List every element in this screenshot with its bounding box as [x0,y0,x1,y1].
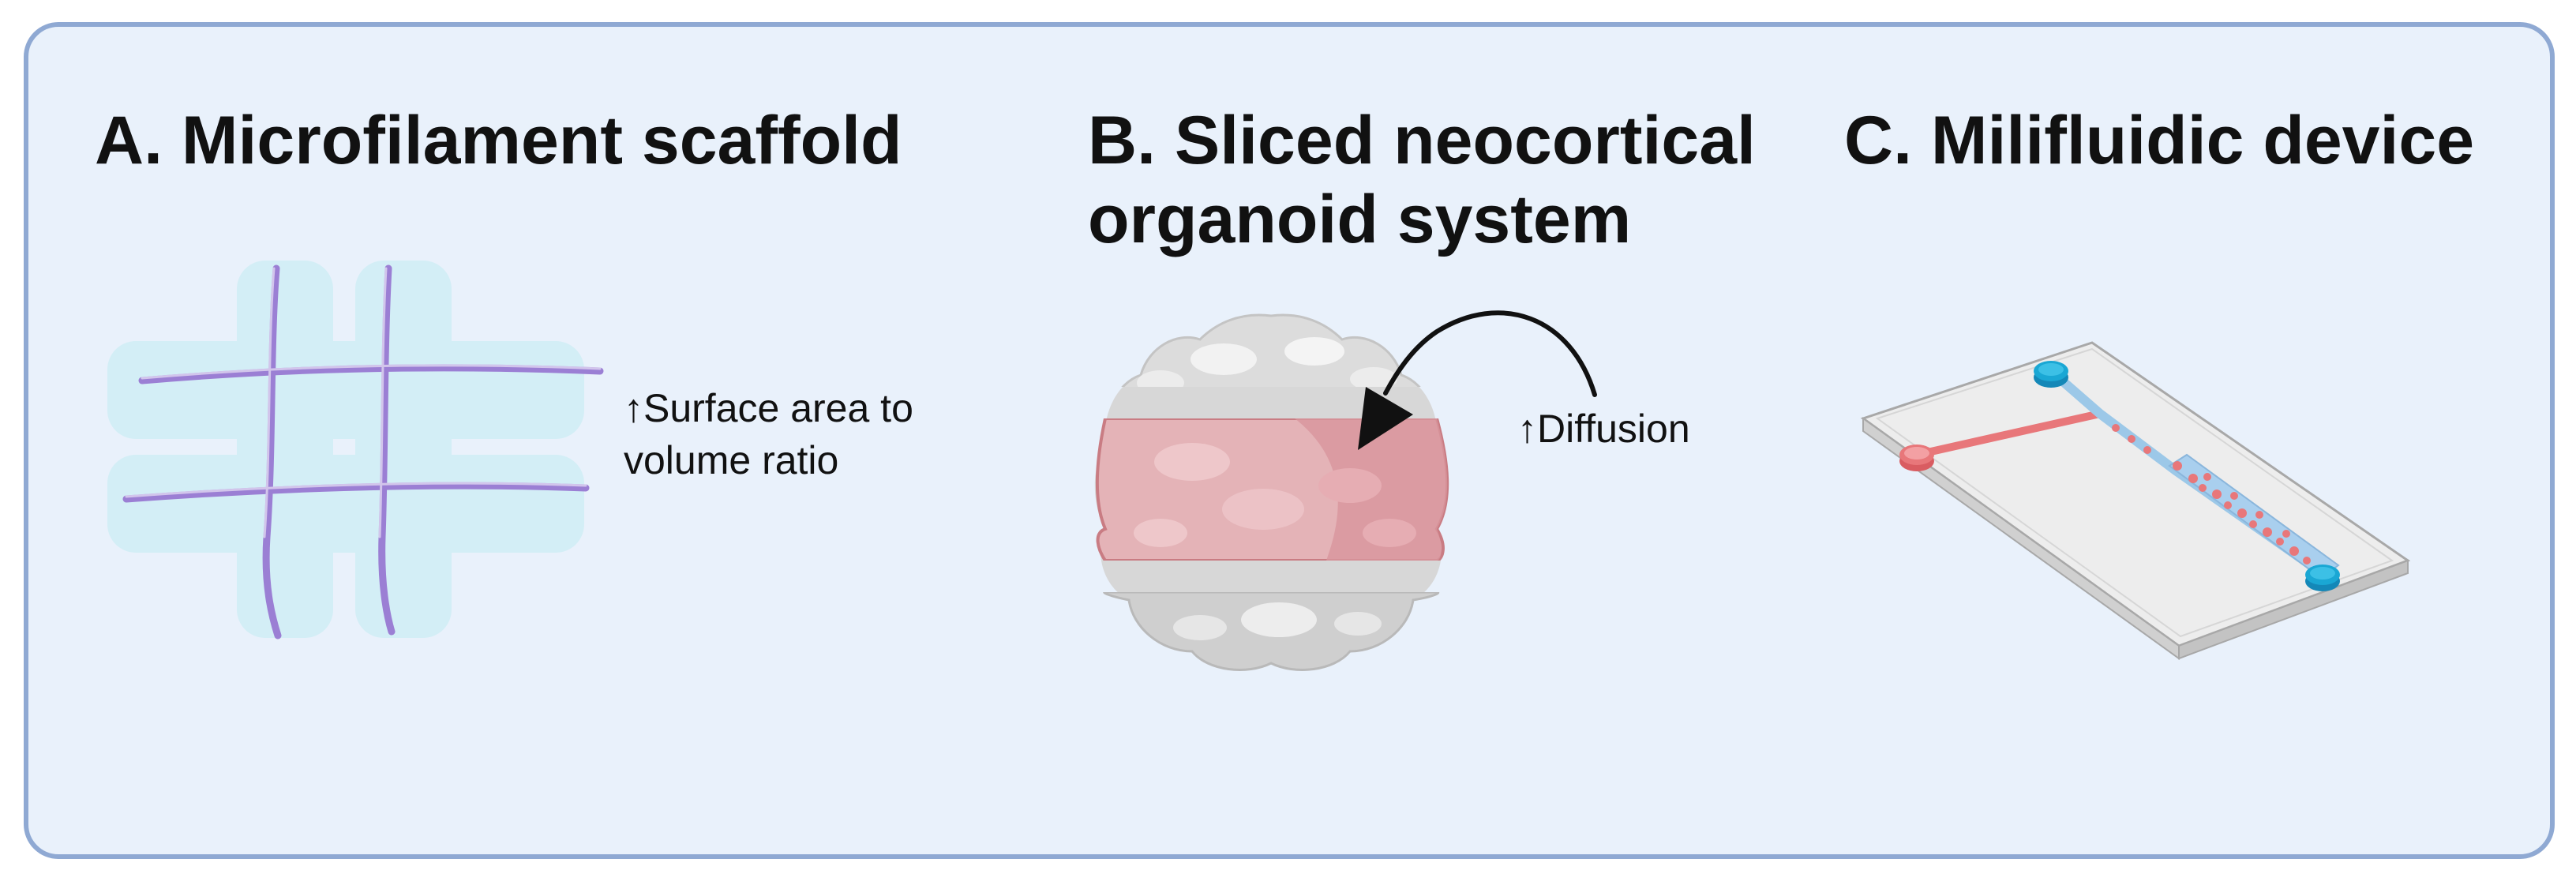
microfilament-scaffold-icon [107,261,604,640]
panel-a-title: A. Microfilament scaffold [95,103,902,178]
annotation-line-2: volume ratio [624,438,839,482]
annotation-line-1: ↑Surface area to [624,386,913,430]
panel-b-title: B. Sliced neocortical organoid system [1088,101,1756,259]
sliced-organoid-icon [1094,313,1449,671]
panel-b-title-line-2: organoid system [1088,182,1632,257]
milifluidic-chip-icon [1860,341,2411,660]
panel-c-title: C. Milifluidic device [1844,103,2475,178]
diffusion-arrow-icon [1358,310,1597,450]
panel-a-annotation: ↑Surface area to volume ratio [624,382,913,486]
panel-b-annotation: ↑Diffusion [1517,407,1690,451]
panel-b-title-line-1: B. Sliced neocortical [1088,103,1756,178]
